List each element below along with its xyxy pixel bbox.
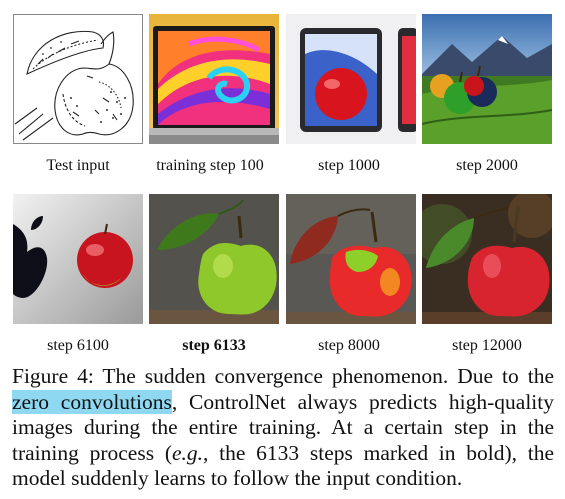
caption-text-1: Figure 4: The sudden convergence phenome… — [12, 364, 554, 388]
panel-label-step-100: training step 100 — [156, 157, 264, 174]
panel-step-6133 — [149, 194, 279, 324]
apple-logo-icon — [13, 194, 143, 324]
red-green-apple-icon — [286, 194, 416, 324]
caption-eg: e.g. — [171, 440, 204, 465]
tablet-apple-icon — [286, 14, 416, 144]
panel-label-step-6133: step 6133 — [182, 337, 246, 354]
panel-label-step-8000: step 8000 — [318, 337, 380, 354]
apples-landscape-icon — [422, 14, 552, 144]
green-apple-icon — [149, 194, 279, 324]
caption-text-2: , ControlNet always predicts high-qualit… — [12, 389, 554, 465]
panel-label-step-1000: step 1000 — [318, 157, 380, 174]
panel-label-test-input: Test input — [46, 157, 110, 174]
panel-step-2000 — [422, 14, 552, 144]
panel-test-input — [13, 14, 143, 144]
panel-label-step-6100: step 6100 — [47, 337, 109, 354]
panel-step-100 — [149, 14, 279, 144]
panel-step-8000 — [286, 194, 416, 324]
figure-caption: Figure 4: The sudden convergence phenome… — [12, 364, 554, 492]
panel-label-step-2000: step 2000 — [456, 157, 518, 174]
panel-label-step-12000: step 12000 — [452, 337, 522, 354]
caption-highlight-zero-convolutions: zero convolutions — [12, 389, 172, 414]
panel-step-1000 — [286, 14, 416, 144]
panel-step-6100 — [13, 194, 143, 324]
red-apple-icon — [422, 194, 552, 324]
apple-sketch-icon — [13, 14, 143, 144]
laptop-swirl-icon — [149, 14, 279, 144]
caption-text-3: , the 6133 steps marked in bold), the mo… — [12, 440, 555, 491]
panel-step-12000 — [422, 194, 552, 324]
